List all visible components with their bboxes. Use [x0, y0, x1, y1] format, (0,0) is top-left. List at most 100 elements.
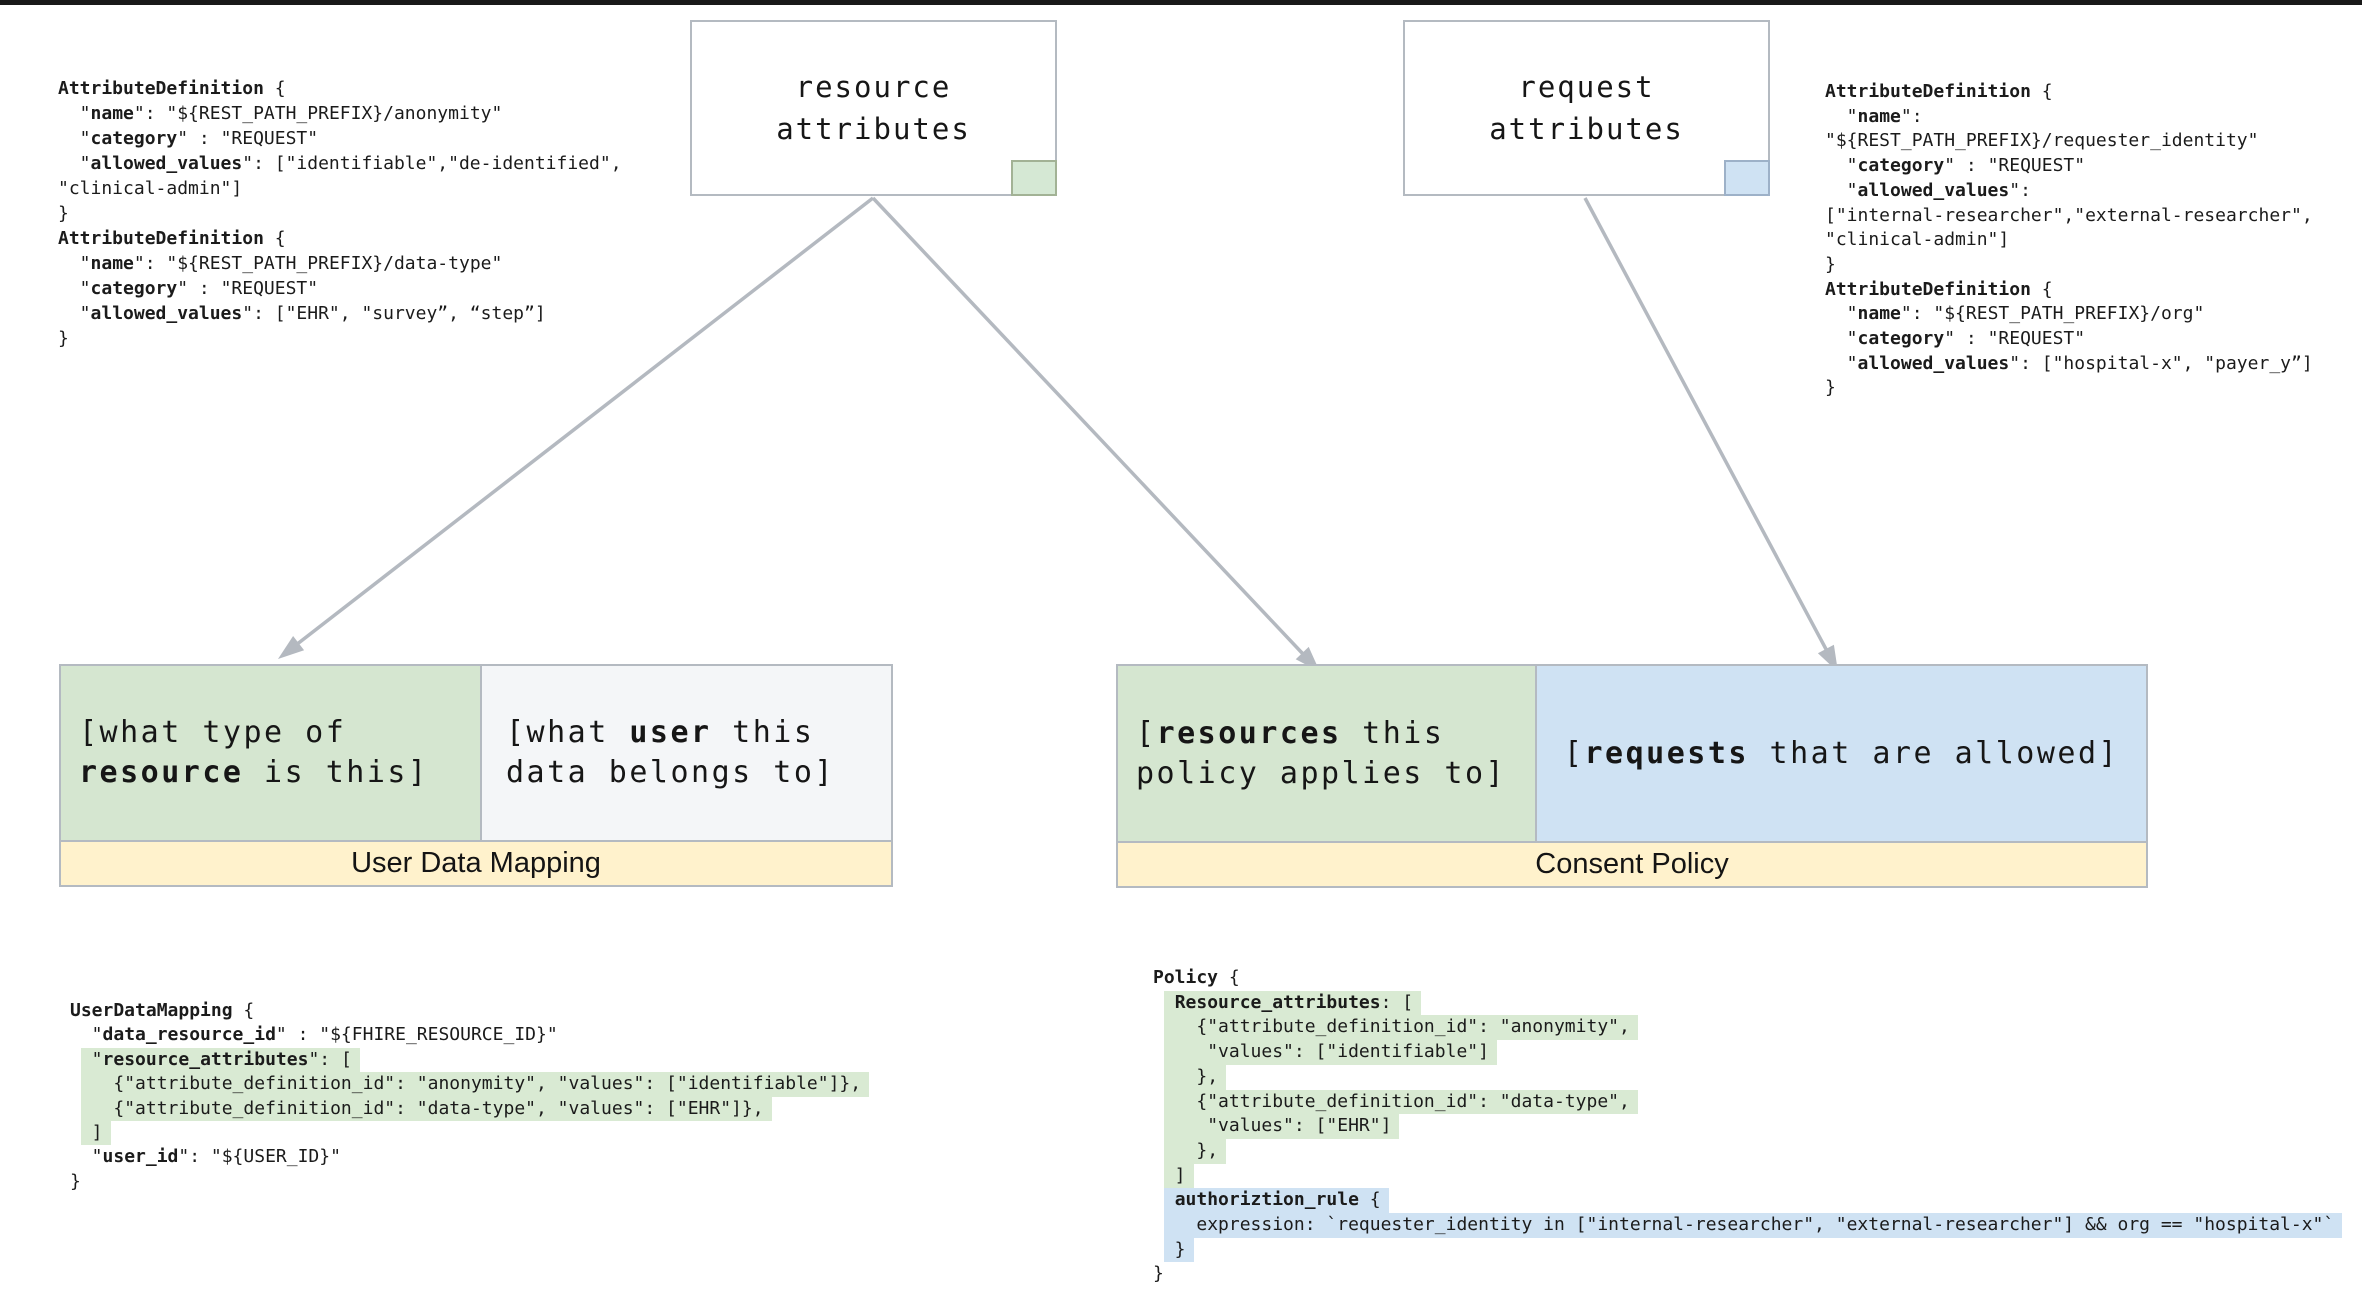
code-line: "data_resource_id" : "${FHIRE_RESOURCE_I…: [70, 1023, 869, 1047]
code-line: {"attribute_definition_id": "anonymity",: [1153, 1015, 2342, 1041]
text-segment: " : "REQUEST": [177, 278, 319, 299]
text-segment: {: [1358, 1189, 1381, 1211]
request-attributes-box: request attributes: [1403, 20, 1770, 196]
text-segment: "${REST_PATH_PREFIX}/requester_identity": [1825, 130, 2259, 152]
text-segment: : [: [1380, 991, 1414, 1013]
text-segment: user: [629, 715, 712, 750]
highlighted-code: },: [1163, 1138, 1227, 1164]
code-line: }: [1153, 1262, 2342, 1287]
text-line: data belongs to]: [506, 753, 891, 793]
text-segment: ": [58, 253, 91, 274]
text-segment: }: [1825, 377, 1836, 399]
text-segment: allowed_values: [90, 153, 243, 174]
top-border: [0, 0, 2362, 5]
code-line: ["internal-researcher","external-researc…: [1825, 204, 2313, 229]
highlighted-code: ]: [80, 1121, 111, 1146]
text-segment: ": "${USER_ID}": [178, 1146, 341, 1168]
text-segment: authoriztion_rule: [1174, 1189, 1359, 1211]
text-segment: " : "REQUEST": [1944, 328, 2086, 350]
text-segment: [1164, 1189, 1175, 1210]
text-segment: ": ["EHR", "survey”, “step”]: [242, 303, 546, 324]
text-segment: }: [58, 328, 69, 349]
text-line: [what type of: [79, 713, 480, 753]
text-segment: category: [1857, 155, 1945, 177]
text-segment: name: [1857, 105, 1901, 127]
text-line: [resources this: [1136, 714, 1535, 754]
code-line: authoriztion_rule {: [1153, 1188, 2342, 1214]
resource-attributes-box: resource attributes: [690, 20, 1057, 196]
code-line: "user_id": "${USER_ID}": [70, 1145, 869, 1169]
text-segment: ": [58, 128, 91, 149]
code-line: }: [1825, 253, 2313, 278]
text-segment: this: [1341, 715, 1445, 751]
text-line: [requests that are allowed]: [1564, 734, 2119, 774]
user-data-mapping-cells: [what type of resource is this] [what use…: [61, 666, 891, 840]
code-line: "name": "${REST_PATH_PREFIX}/org": [1825, 302, 2313, 327]
highlighted-code: {"attribute_definition_id": "data-type",…: [80, 1096, 772, 1122]
text-segment: },: [1163, 1139, 1219, 1161]
highlighted-code: {"attribute_definition_id": "anonymity",: [1163, 1015, 1638, 1041]
text-segment: UserDataMapping: [70, 1000, 233, 1021]
text-segment: name: [90, 253, 134, 274]
highlighted-code: },: [1163, 1064, 1227, 1090]
code-line: {"attribute_definition_id": "anonymity",…: [70, 1072, 870, 1097]
text-segment: ": [70, 1024, 103, 1046]
text-segment: resource_attributes: [102, 1048, 309, 1070]
request-attributes-label: request attributes: [1489, 70, 1684, 146]
code-line: AttributeDefinition {: [1825, 80, 2313, 105]
code-line: AttributeDefinition {: [58, 226, 622, 251]
text-segment: "values": ["identifiable"]: [1163, 1041, 1489, 1063]
text-segment: [what type of: [79, 715, 347, 750]
text-segment: {: [263, 78, 286, 99]
text-segment: {"attribute_definition_id": "anonymity",…: [80, 1073, 862, 1095]
text-segment: expression: `requester_identity in ["int…: [1163, 1214, 2335, 1236]
code-line: AttributeDefinition {: [1825, 278, 2313, 303]
code-line: "allowed_values":: [1825, 179, 2313, 204]
text-segment: user_id: [102, 1146, 179, 1168]
text-segment: resource: [79, 755, 244, 790]
highlighted-code: "values": ["identifiable"]: [1163, 1040, 1497, 1065]
code-line: }: [1825, 376, 2313, 401]
code-line: Policy {: [1153, 966, 2342, 991]
code-line: Resource_attributes: [: [1153, 990, 2342, 1016]
text-segment: AttributeDefinition: [58, 78, 264, 99]
user-data-mapping-banner: User Data Mapping: [61, 840, 891, 885]
highlighted-code: {"attribute_definition_id": "anonymity",…: [80, 1072, 870, 1097]
text-segment: AttributeDefinition: [58, 228, 264, 249]
highlighted-code: authoriztion_rule {: [1163, 1188, 1389, 1214]
text-segment: allowed_values: [1857, 179, 2010, 201]
text-segment: category: [90, 128, 178, 149]
text-segment: ": [70, 1146, 103, 1168]
code-line: {"attribute_definition_id": "data-type",…: [70, 1096, 869, 1122]
highlighted-code: }: [1163, 1237, 1194, 1263]
text-segment: ":: [1900, 105, 1923, 127]
text-segment: "clinical-admin"]: [58, 178, 243, 199]
highlighted-code: expression: `requester_identity in ["int…: [1163, 1213, 2343, 1238]
text-segment: ": [1825, 105, 1858, 127]
text-segment: },: [1163, 1065, 1219, 1087]
text-segment: {: [2030, 278, 2053, 300]
text-segment: policy applies to]: [1136, 755, 1507, 791]
text-segment: ": [1825, 303, 1858, 325]
code-block-attribute-definitions-left: AttributeDefinition { "name": "${REST_PA…: [58, 76, 622, 351]
code-line: "allowed_values": ["identifiable","de-id…: [58, 151, 622, 176]
text-segment: allowed_values: [90, 303, 243, 324]
code-line: expression: `requester_identity in ["int…: [1153, 1213, 2343, 1238]
code-line: "${REST_PATH_PREFIX}/requester_identity": [1825, 129, 2313, 154]
text-segment: AttributeDefinition: [1825, 81, 2031, 102]
text-line: [what user this: [506, 713, 891, 753]
code-line: "resource_attributes": [: [70, 1047, 869, 1073]
code-line: "category" : "REQUEST": [1825, 327, 2313, 352]
code-line: "name":: [1825, 105, 2313, 130]
resource-attributes-label: resource attributes: [776, 70, 971, 146]
text-segment: ": [80, 1048, 103, 1070]
text-segment: is this]: [243, 755, 429, 790]
text-segment: ]: [80, 1122, 103, 1144]
code-line: "allowed_values": ["EHR", "survey”, “ste…: [58, 301, 622, 326]
code-line: UserDataMapping {: [70, 999, 869, 1023]
text-segment: ": ["identifiable","de-identified",: [242, 153, 622, 174]
text-segment: resources: [1156, 715, 1342, 751]
text-segment: ": ["hospital-x", "payer_y”]: [2009, 352, 2313, 374]
text-segment: ": [58, 278, 91, 299]
